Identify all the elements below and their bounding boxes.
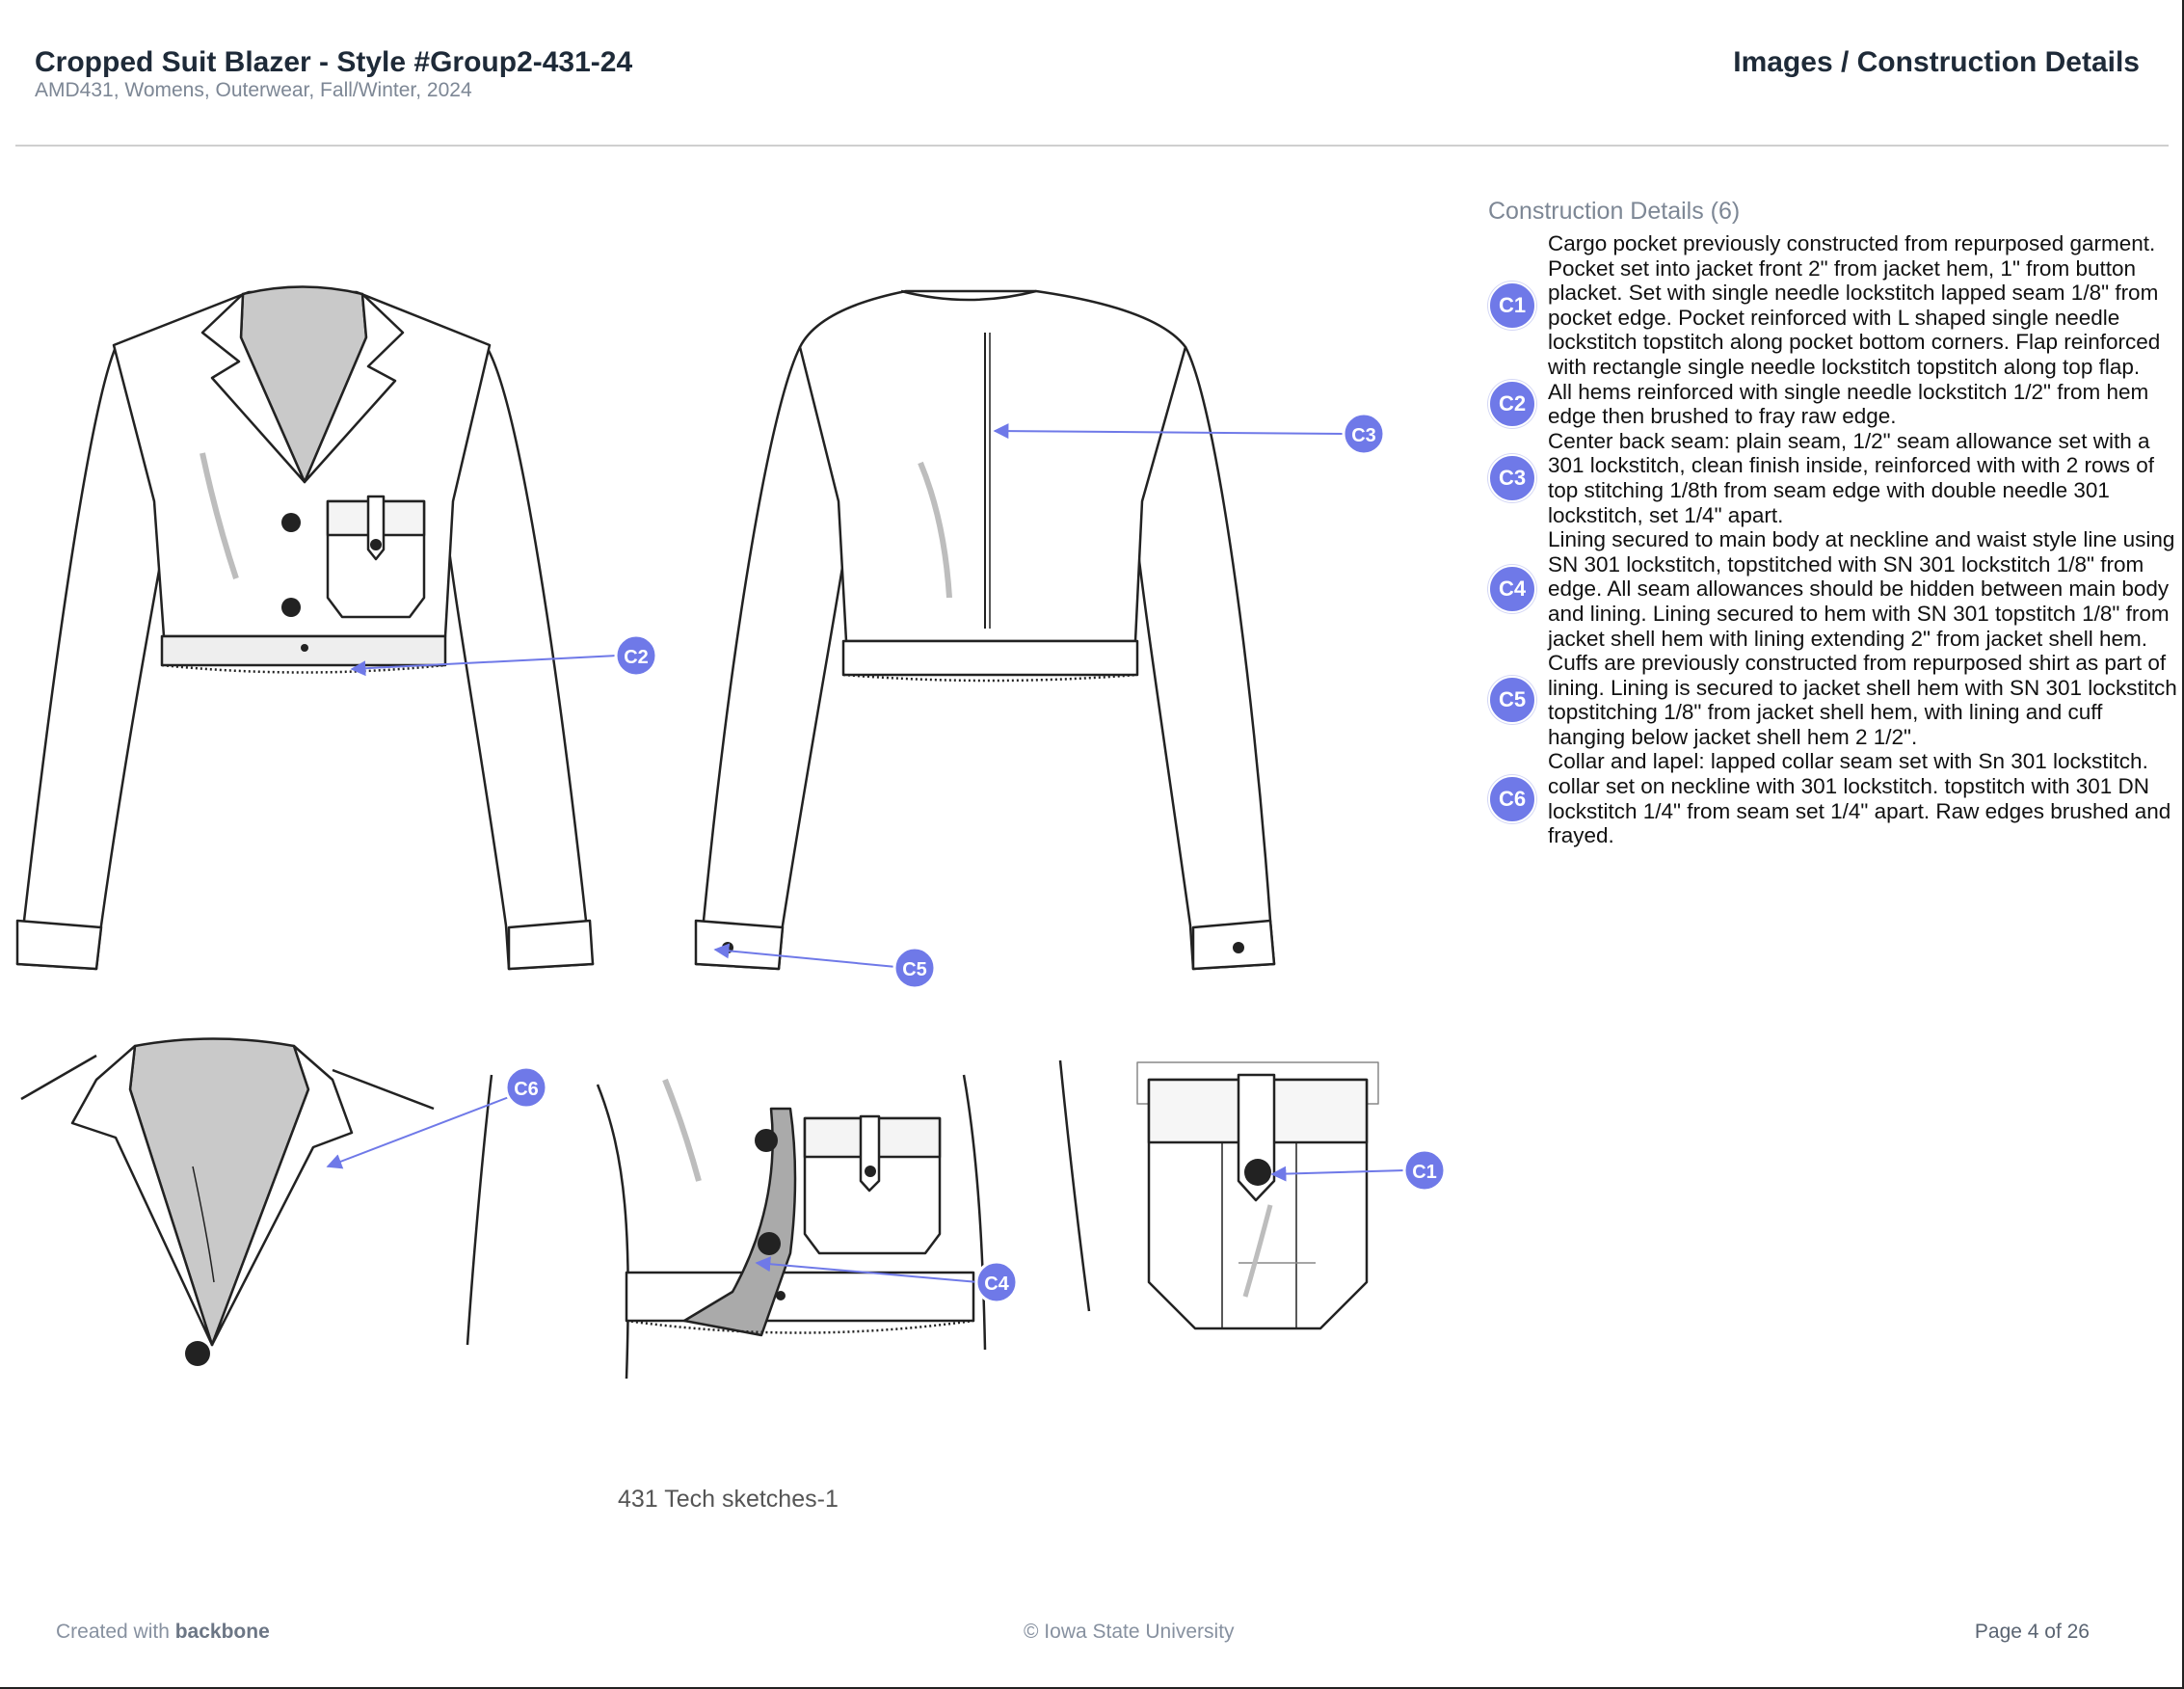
header-divider xyxy=(15,145,2169,147)
detail-text-c1: Cargo pocket previously constructed from… xyxy=(1548,231,2161,379)
callout-c6-label: C6 xyxy=(514,1079,539,1100)
lining-detail-sketch xyxy=(596,1059,1091,1380)
callout-c6[interactable]: C6 xyxy=(504,1065,548,1110)
callout-c4[interactable]: C4 xyxy=(974,1260,1019,1304)
detail-badge-c1[interactable]: C1 xyxy=(1488,281,1536,330)
lining-fold-shading xyxy=(662,1078,702,1182)
detail-text-c3: Center back seam: plain seam, 1/2" seam … xyxy=(1548,428,2155,527)
detail-text-c6: Collar and lapel: lapped collar seam set… xyxy=(1548,749,2171,848)
footer-created-prefix: Created with xyxy=(56,1621,170,1643)
footer-brand-link[interactable]: backbone xyxy=(174,1621,270,1643)
callout-c5[interactable]: C5 xyxy=(892,946,937,990)
callout-c1-label: C1 xyxy=(1412,1162,1437,1183)
tech-sketches: C2 C3 C5 C6 C4 C1 xyxy=(15,285,1447,1380)
callout-leaders xyxy=(326,423,1406,1283)
lining-buttons xyxy=(755,1129,876,1300)
detail-row-c3: C3 Center back seam: plain seam, 1/2" se… xyxy=(1488,429,2184,527)
document-subtitle: AMD431, Womens, Outerwear, Fall/Winter, … xyxy=(35,79,472,101)
detail-text-c2: All hems reinforced with single needle l… xyxy=(1548,379,2149,429)
callout-c2-label: C2 xyxy=(624,647,649,668)
front-view-sketch xyxy=(15,285,595,971)
pocket-fold-shading xyxy=(1242,1204,1273,1298)
callout-c5-label: C5 xyxy=(902,959,927,980)
detail-row-c5: C5 Cuffs are previously constructed from… xyxy=(1488,651,2184,749)
detail-badge-c3[interactable]: C3 xyxy=(1488,453,1536,502)
leader-c6 xyxy=(326,1096,510,1169)
leader-c5 xyxy=(713,943,897,968)
detail-row-c6: C6 Collar and lapel: lapped collar seam … xyxy=(1488,749,2184,847)
front-buttons xyxy=(281,513,382,652)
section-title: Images / Construction Details xyxy=(1733,46,2140,78)
callout-c3[interactable]: C3 xyxy=(1342,412,1386,456)
detail-row-c4: C4 Lining secured to main body at neckli… xyxy=(1488,527,2184,651)
footer-page-number: Page 4 of 26 xyxy=(1974,1621,2090,1643)
detail-text-c4: Lining secured to main body at neckline … xyxy=(1548,527,2175,651)
back-cuff-buttons xyxy=(722,942,1244,953)
detail-row-c1: C1 Cargo pocket previously constructed f… xyxy=(1488,231,2184,380)
callout-c3-label: C3 xyxy=(1351,425,1376,446)
detail-row-c2: C2 All hems reinforced with single needl… xyxy=(1488,380,2184,429)
back-fold-shading xyxy=(918,461,952,599)
leader-c2 xyxy=(350,655,618,677)
detail-text-c5: Cuffs are previously constructed from re… xyxy=(1548,651,2177,749)
detail-badge-c2[interactable]: C2 xyxy=(1488,380,1536,429)
front-fold-shading xyxy=(200,452,239,579)
leader-c3 xyxy=(993,423,1345,440)
document-title: Cropped Suit Blazer - Style #Group2-431-… xyxy=(35,46,633,78)
sketch-caption: 431 Tech sketches-1 xyxy=(618,1486,839,1513)
footer-copyright: © Iowa State University xyxy=(1024,1621,1235,1643)
pocket-button xyxy=(1244,1159,1271,1186)
back-view-sketch xyxy=(694,289,1276,971)
leader-c4 xyxy=(755,1256,979,1283)
detail-badge-c4[interactable]: C4 xyxy=(1488,565,1536,614)
detail-badge-c5[interactable]: C5 xyxy=(1488,676,1536,725)
detail-badge-c6[interactable]: C6 xyxy=(1488,774,1536,823)
construction-details-panel: Construction Details (6) C1 Cargo pocket… xyxy=(1488,198,2184,848)
footer-created-with: Created with backbone xyxy=(56,1621,270,1644)
collar-detail-sketch xyxy=(20,1037,493,1347)
collar-button xyxy=(185,1341,210,1366)
construction-details-heading: Construction Details (6) xyxy=(1488,198,1741,225)
callout-c1[interactable]: C1 xyxy=(1402,1148,1447,1193)
leader-c1 xyxy=(1270,1166,1406,1182)
callout-c2[interactable]: C2 xyxy=(614,633,658,678)
callout-c4-label: C4 xyxy=(984,1273,1009,1295)
pocket-detail-sketch xyxy=(1136,1061,1379,1330)
